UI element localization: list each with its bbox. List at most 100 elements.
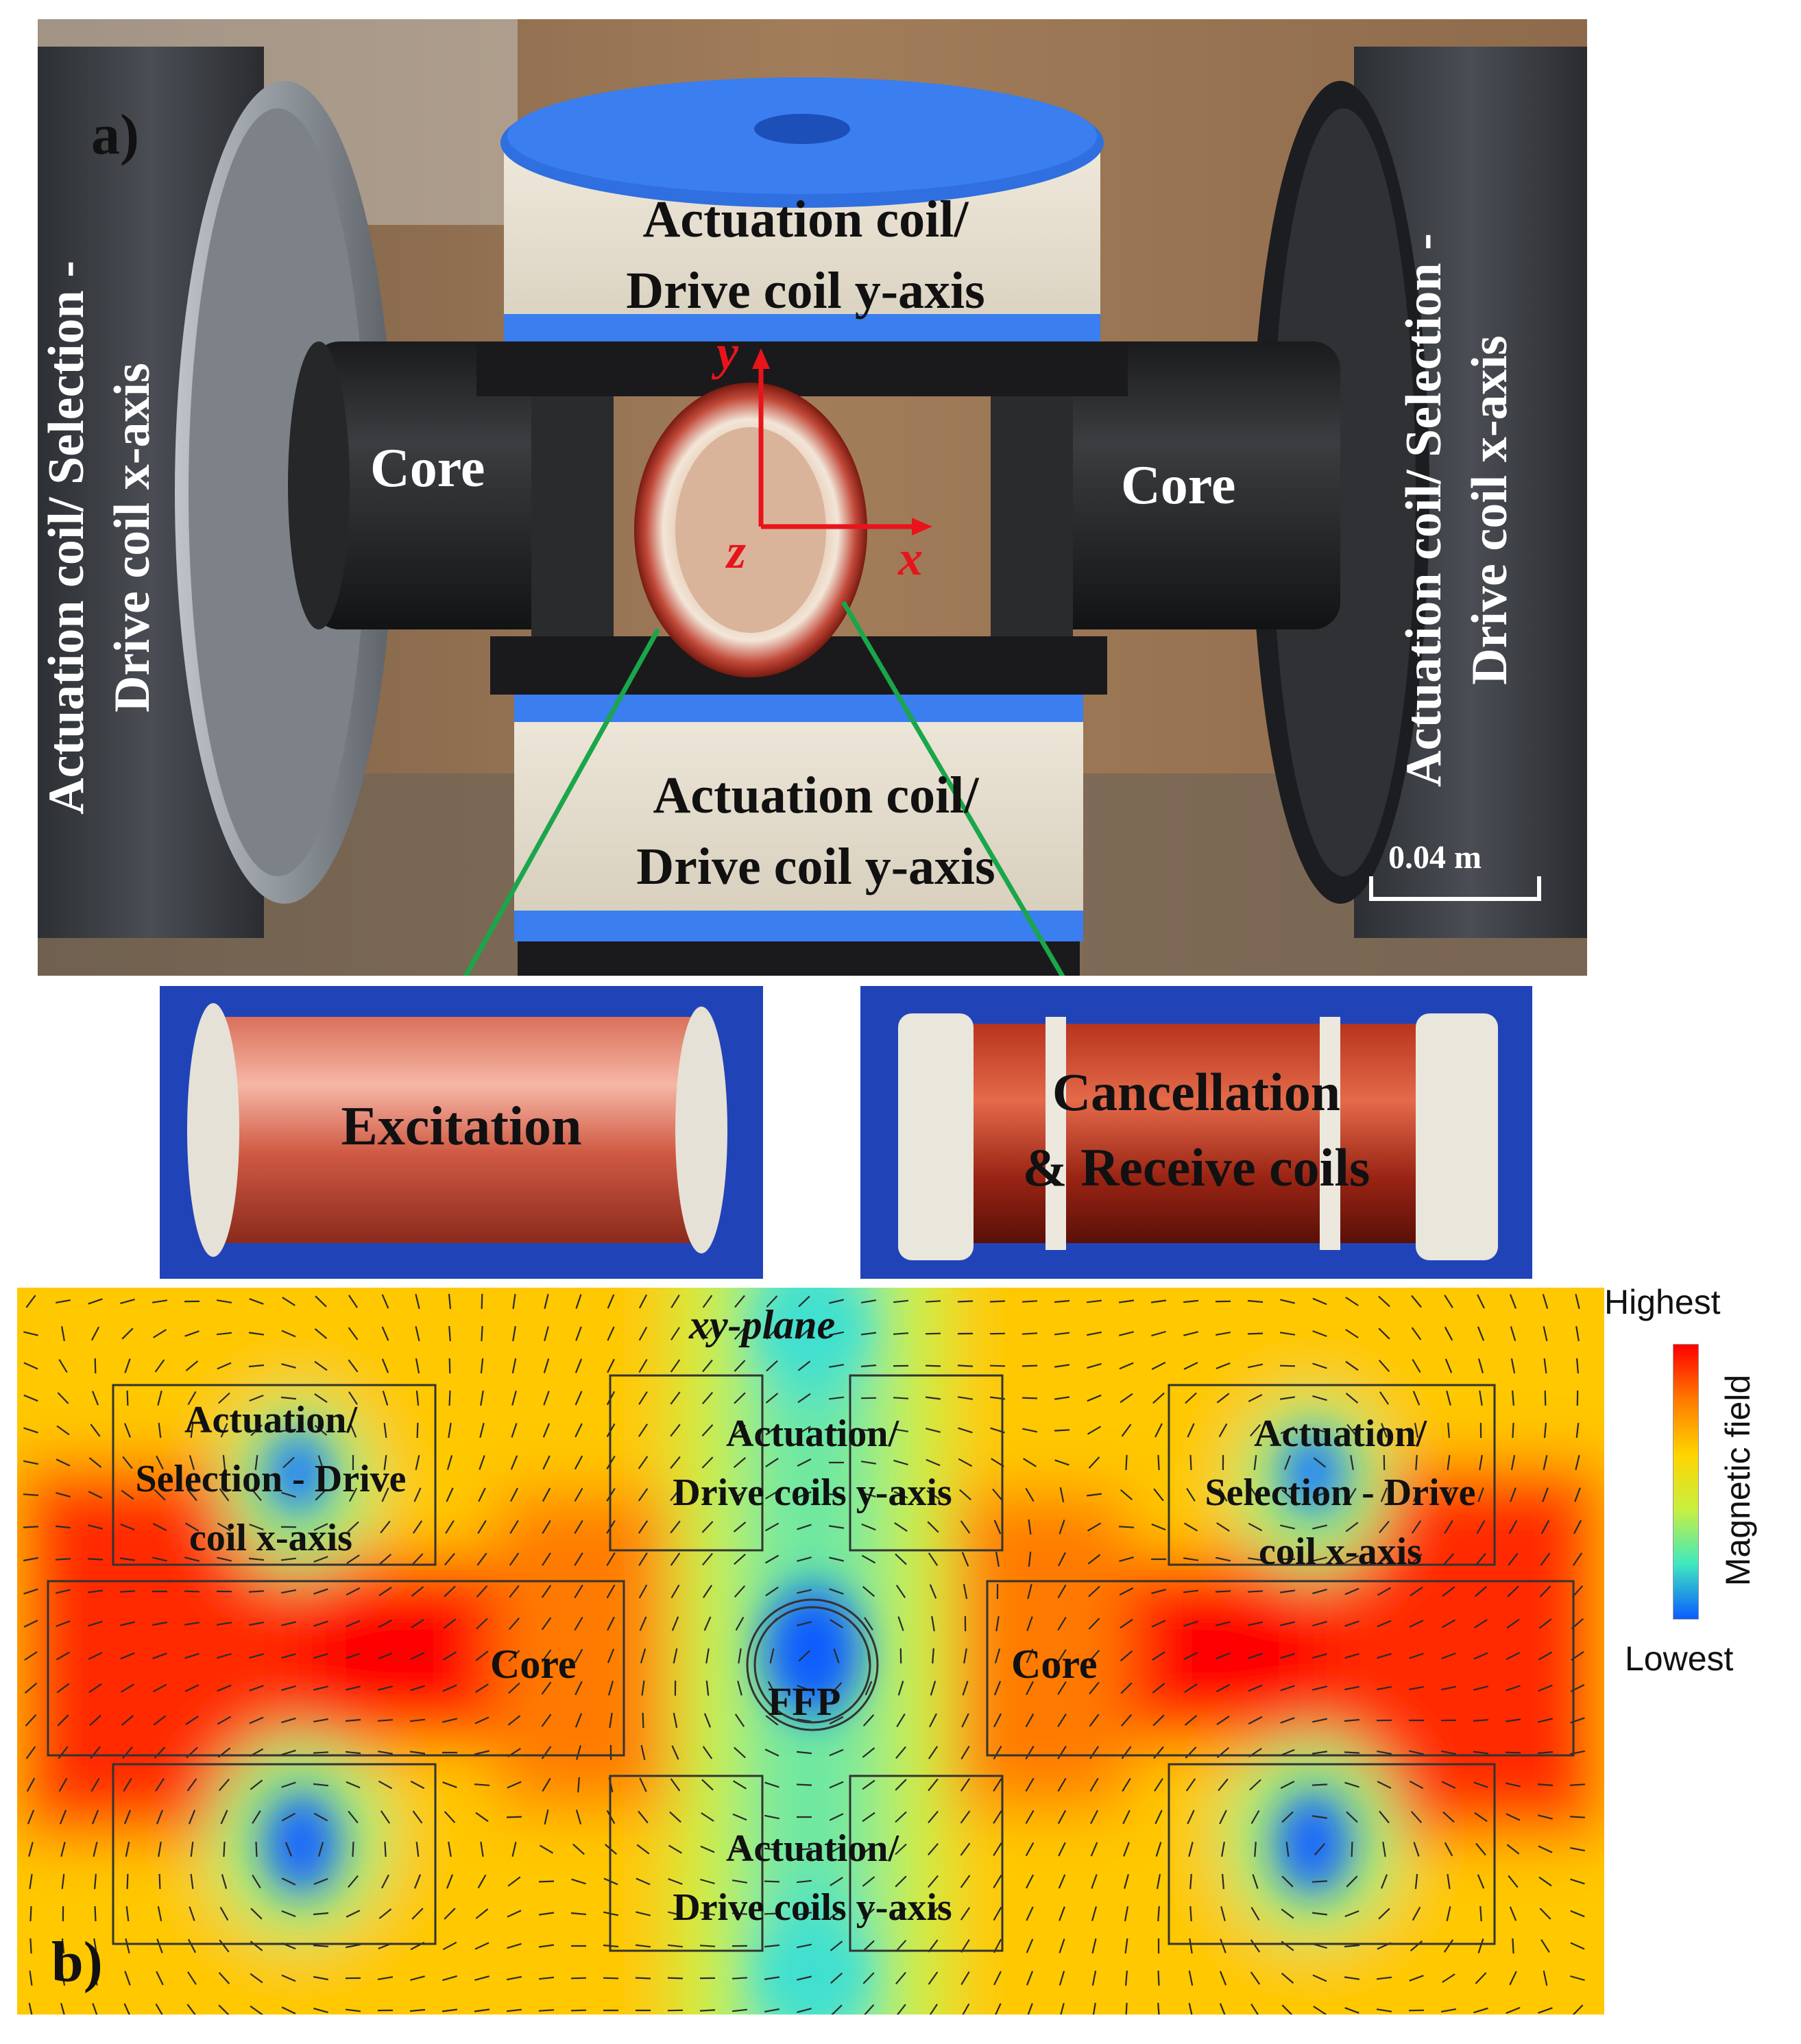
field-arrow xyxy=(281,1974,296,1982)
field-arrow xyxy=(220,1809,228,1825)
field-arrow xyxy=(734,1360,746,1372)
field-arrow xyxy=(1538,1814,1553,1820)
field-arrow xyxy=(475,1908,489,1919)
field-arrow xyxy=(443,1651,457,1661)
field-arrow xyxy=(121,1489,134,1500)
field-arrow xyxy=(476,1618,488,1630)
field-arrow xyxy=(1445,1358,1453,1373)
field-arrow xyxy=(1312,1718,1328,1723)
field-arrow xyxy=(477,1520,487,1534)
field-arrow xyxy=(1312,1912,1328,1916)
field-arrow xyxy=(346,1685,361,1691)
field-arrow xyxy=(380,1810,391,1824)
field-arrow xyxy=(448,1293,452,1310)
field-arrow xyxy=(506,2008,522,2012)
field-arrow xyxy=(1410,1553,1423,1565)
coil-box-top-mid-right xyxy=(849,1374,1004,1552)
field-arrow xyxy=(766,1327,778,1340)
field-arrow xyxy=(1279,1589,1296,1594)
field-arrow xyxy=(1057,1617,1067,1631)
field-arrow xyxy=(895,1875,907,1888)
field-arrow xyxy=(1509,1906,1517,1921)
field-arrow xyxy=(1444,1842,1453,1857)
field-arrow xyxy=(1376,2008,1392,2012)
field-arrow xyxy=(446,1874,454,1889)
field-arrow xyxy=(56,1299,71,1303)
field-arrow xyxy=(1344,1718,1360,1722)
field-arrow xyxy=(1378,1295,1390,1308)
field-arrow xyxy=(346,1910,361,1918)
field-arrow xyxy=(1022,1428,1038,1433)
field-arrow xyxy=(1345,1360,1359,1371)
field-arrow xyxy=(29,1905,32,1922)
field-arrow xyxy=(1312,1815,1328,1819)
field-arrow xyxy=(56,1425,70,1436)
field-arrow xyxy=(670,1552,681,1566)
field-arrow xyxy=(23,1526,39,1528)
field-arrow xyxy=(91,1809,99,1825)
field-arrow xyxy=(1025,1842,1035,1857)
field-arrow xyxy=(1574,1487,1581,1502)
field-arrow xyxy=(1474,1585,1488,1598)
coil-box-bottom-right xyxy=(1168,1763,1496,1945)
field-arrow xyxy=(158,1841,162,1857)
field-arrow xyxy=(1249,1779,1261,1791)
field-arrow xyxy=(993,1745,1002,1760)
field-arrow xyxy=(1218,1778,1229,1792)
field-arrow xyxy=(992,1488,1003,1502)
field-arrow xyxy=(861,1554,876,1564)
field-arrow xyxy=(538,1976,555,1980)
field-arrow xyxy=(24,1651,38,1661)
field-arrow xyxy=(1119,1556,1134,1562)
field-arrow xyxy=(216,1299,232,1303)
field-arrow xyxy=(703,1616,712,1631)
label-tl-line3: coil x-axis xyxy=(189,1517,352,1559)
field-arrow xyxy=(23,1394,38,1402)
field-arrow xyxy=(1538,1618,1552,1629)
field-arrow xyxy=(154,1489,166,1501)
field-arrow xyxy=(223,1841,226,1857)
field-arrow xyxy=(1087,1426,1102,1435)
field-arrow xyxy=(1508,1552,1519,1566)
field-arrow xyxy=(636,1911,651,1916)
field-arrow xyxy=(1028,1519,1032,1535)
field-arrow xyxy=(701,1456,714,1469)
field-arrow xyxy=(738,1648,742,1664)
field-arrow xyxy=(1026,1938,1034,1953)
legend-title-wrap: Magnetic field xyxy=(1717,1344,1758,1618)
field-arrow xyxy=(1028,1551,1032,1567)
field-arrow xyxy=(281,2006,296,2015)
field-arrow xyxy=(1125,1970,1128,1986)
right-coil-label-line2: Drive coil x-axis xyxy=(1462,335,1518,685)
field-arrow xyxy=(1506,1685,1521,1692)
field-arrow xyxy=(1572,2004,1584,2015)
field-arrow xyxy=(189,1455,195,1470)
field-arrow xyxy=(313,1945,329,1947)
field-arrow xyxy=(830,1940,843,1951)
field-arrow xyxy=(1026,1971,1034,1986)
field-arrow xyxy=(88,1683,102,1694)
label-core-left: Core xyxy=(490,1642,577,1687)
field-arrow xyxy=(895,1779,907,1791)
core-right-label: Core xyxy=(1121,455,1236,516)
field-arrow xyxy=(860,1460,877,1465)
field-arrow xyxy=(734,1585,746,1598)
field-arrow xyxy=(1057,1746,1067,1759)
field-arrow xyxy=(1281,1908,1294,1919)
field-arrow xyxy=(1379,1391,1390,1405)
field-arrow xyxy=(638,1294,648,1309)
field-arrow xyxy=(446,1455,453,1470)
field-arrow xyxy=(1248,1522,1263,1532)
field-arrow xyxy=(511,1358,517,1374)
field-arrow xyxy=(1187,1423,1195,1438)
field-arrow xyxy=(1377,1652,1392,1659)
field-arrow xyxy=(574,1552,583,1566)
geometry-outlines xyxy=(47,1374,1575,1952)
field-arrow xyxy=(797,1458,812,1467)
field-arrow xyxy=(1475,1842,1486,1856)
field-arrow xyxy=(1413,1842,1420,1857)
field-arrow xyxy=(1382,1841,1386,1857)
field-arrow xyxy=(1506,1652,1521,1660)
field-arrow xyxy=(1280,1524,1295,1530)
field-arrow xyxy=(732,1912,748,1915)
